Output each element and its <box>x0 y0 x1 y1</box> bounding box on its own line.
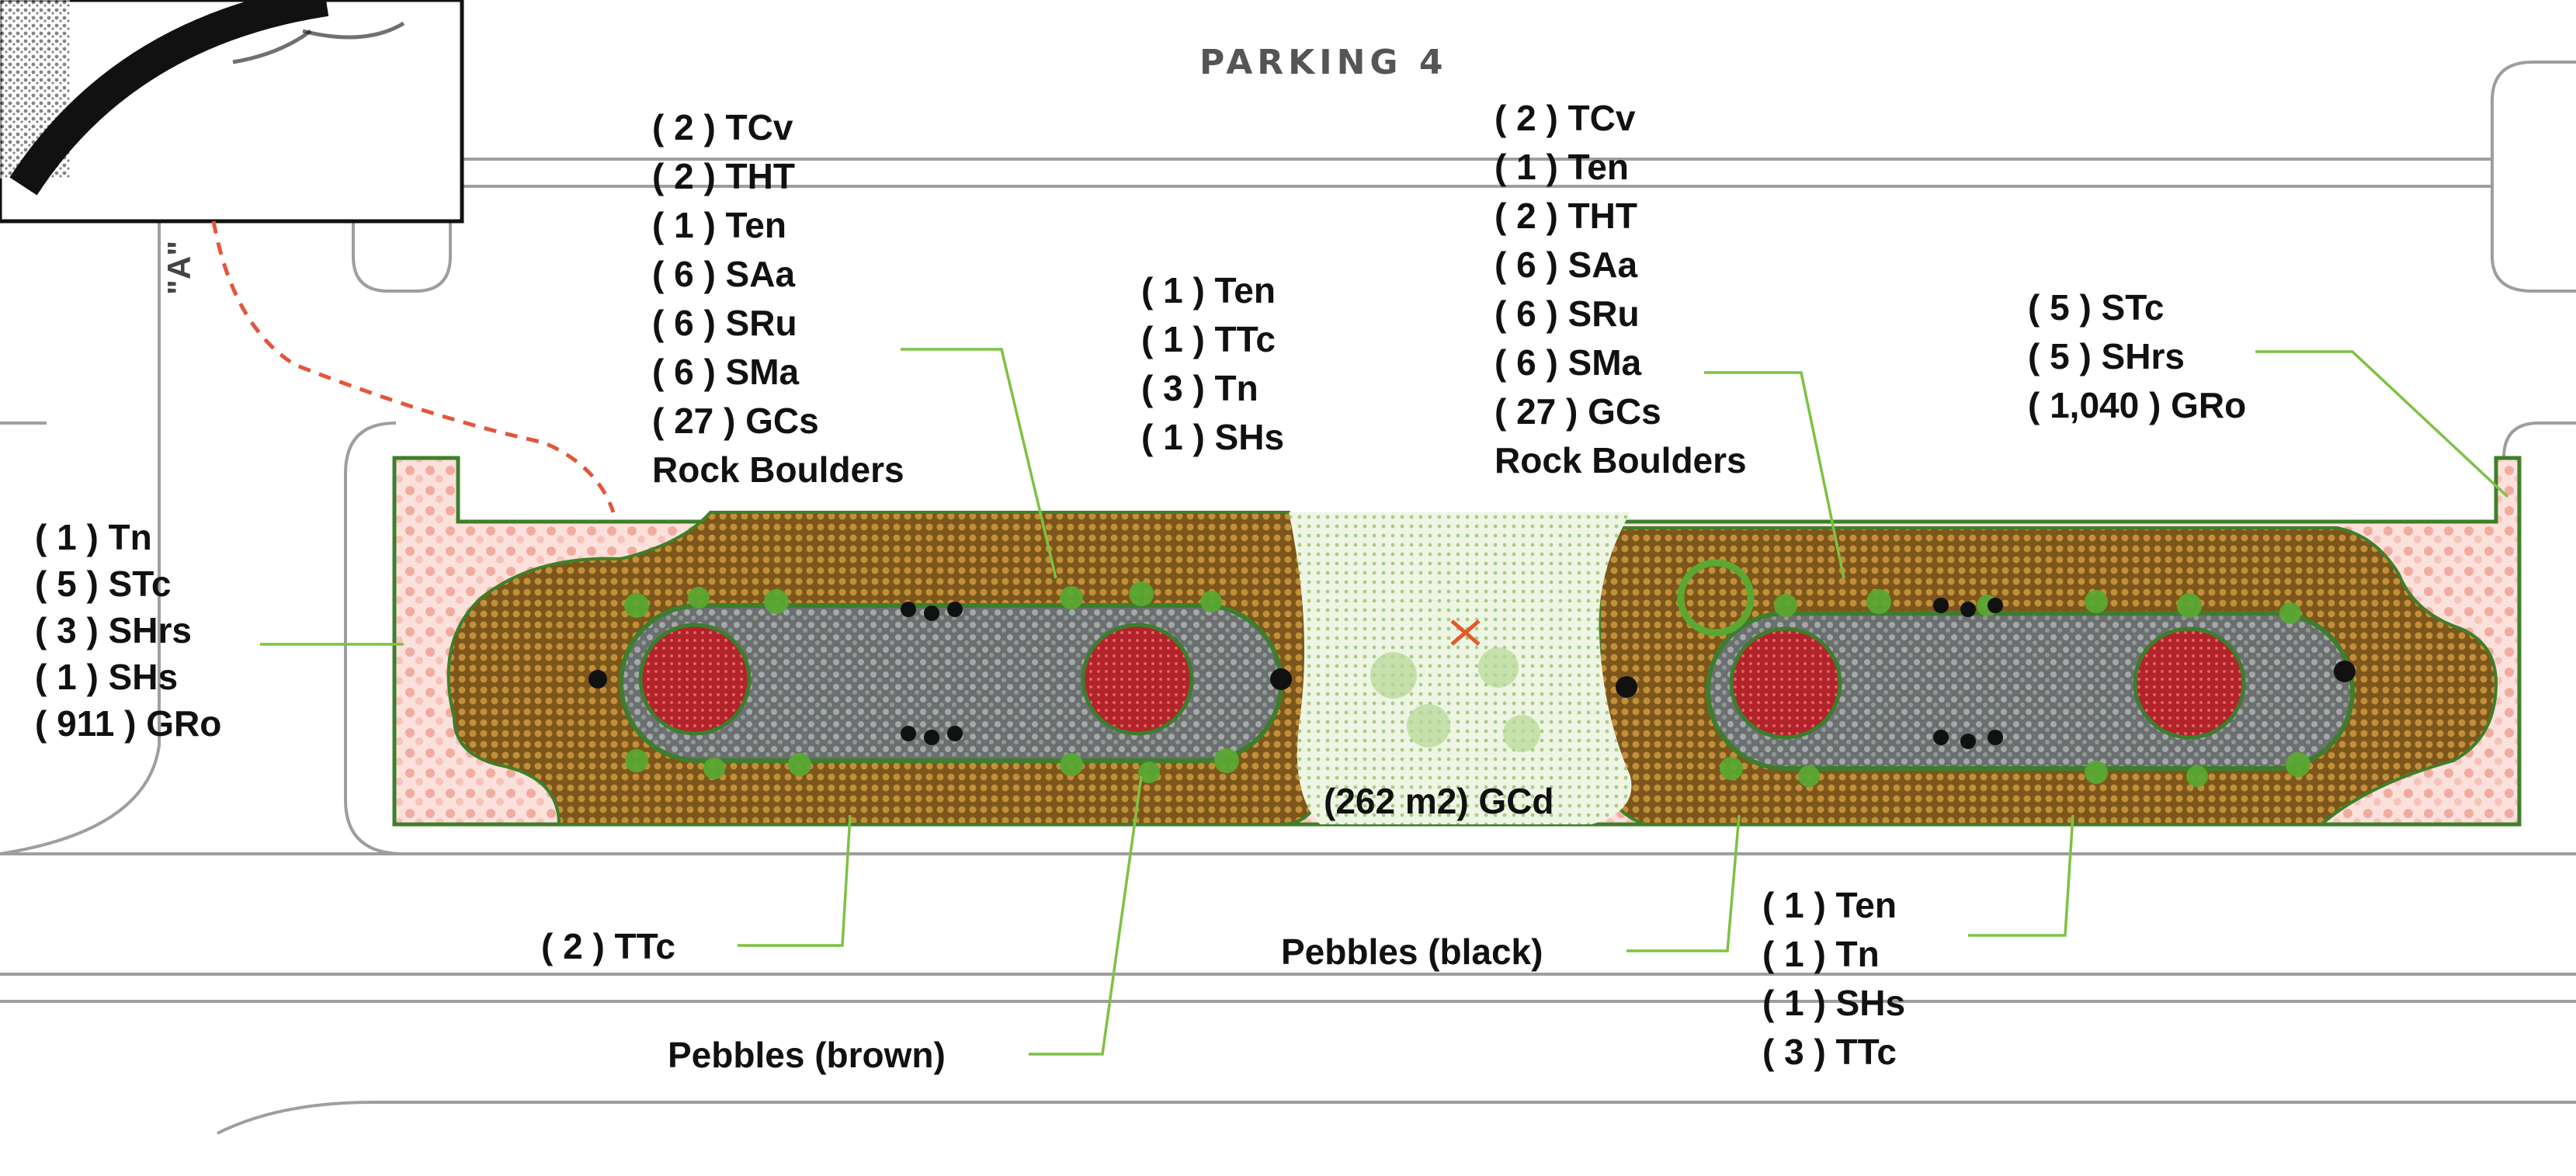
pebbles-black-label: Pebbles (black) <box>1281 931 1543 972</box>
label-line: ( 5 ) STc <box>35 564 172 604</box>
label-line: ( 1 ) TTc <box>1141 319 1276 359</box>
label-line: ( 27 ) GCs <box>652 401 819 441</box>
inset-map-fragment <box>0 0 464 224</box>
label-line: ( 1 ) Tn <box>1762 934 1880 974</box>
label-line: ( 1 ) Tn <box>35 517 152 557</box>
label-line: ( 6 ) SAa <box>1495 245 1637 285</box>
label-line: ( 6 ) SAa <box>652 254 795 294</box>
label-block-upper-center: ( 1 ) Ten ( 1 ) TTc ( 3 ) Tn ( 1 ) SHs <box>1141 270 1284 457</box>
label-line: ( 1 ) Ten <box>1762 885 1897 925</box>
right-island <box>1616 559 2356 787</box>
label-line: ( 27 ) GCs <box>1495 391 1661 432</box>
label-line: ( 6 ) SRu <box>652 303 797 343</box>
label-block-upper-right: ( 2 ) TCv ( 1 ) Ten ( 2 ) THT ( 6 ) SAa … <box>1495 98 1747 480</box>
label-line: ( 6 ) SRu <box>1495 293 1640 334</box>
planting-bed <box>392 456 2522 827</box>
left-island <box>588 581 1292 783</box>
label-block-upper-left: ( 2 ) TCv ( 2 ) THT ( 1 ) Ten ( 6 ) SAa … <box>652 107 904 490</box>
label-block-far-right: ( 5 ) STc ( 5 ) SHrs ( 1,040 ) GRo <box>2028 287 2246 425</box>
drawing-title: PARKING 4 <box>1199 43 1447 82</box>
label-block-left: ( 1 ) Tn ( 5 ) STc ( 3 ) SHrs ( 1 ) SHs … <box>35 517 221 744</box>
label-line: ( 1 ) Ten <box>652 205 786 245</box>
label-line: ( 2 ) TCv <box>652 107 793 147</box>
label-line: ( 3 ) Tn <box>1141 368 1258 408</box>
lawn-patches <box>1370 647 1540 752</box>
dashed-utility-line <box>211 220 616 513</box>
label-block-bottom-right: ( 1 ) Ten ( 1 ) Tn ( 1 ) SHs ( 3 ) TTc <box>1762 885 1905 1072</box>
label-line: ( 1 ) SHs <box>35 657 178 697</box>
label-line: ( 1 ) Ten <box>1495 147 1629 187</box>
center-area-label: (262 m2) GCd <box>1324 781 1554 821</box>
label-line: ( 2 ) THT <box>652 156 795 196</box>
road-marker-label: "A" <box>161 241 197 295</box>
label-line: ( 6 ) SMa <box>652 352 800 392</box>
label-line: ( 2 ) TCv <box>1495 98 1636 138</box>
label-line: ( 3 ) TTc <box>1762 1032 1897 1072</box>
label-line: ( 1 ) SHs <box>1762 983 1905 1023</box>
pebbles-brown-label: Pebbles (brown) <box>668 1035 946 1075</box>
label-line: ( 5 ) STc <box>2028 287 2165 328</box>
road-linework <box>0 61 2576 1135</box>
leader-lines <box>260 348 2509 1056</box>
label-line: Rock Boulders <box>652 449 904 490</box>
label-line: ( 1,040 ) GRo <box>2028 385 2246 425</box>
label-line: ( 911 ) GRo <box>35 703 221 744</box>
bottom-left-label: ( 2 ) TTc <box>541 926 675 966</box>
label-line: ( 6 ) SMa <box>1495 342 1642 383</box>
label-line: ( 1 ) Ten <box>1141 270 1276 310</box>
label-line: ( 3 ) SHrs <box>35 610 192 650</box>
label-line: ( 5 ) SHrs <box>2028 336 2185 376</box>
label-line: ( 2 ) THT <box>1495 196 1637 236</box>
label-line: Rock Boulders <box>1495 440 1747 480</box>
label-line: ( 1 ) SHs <box>1141 417 1284 457</box>
